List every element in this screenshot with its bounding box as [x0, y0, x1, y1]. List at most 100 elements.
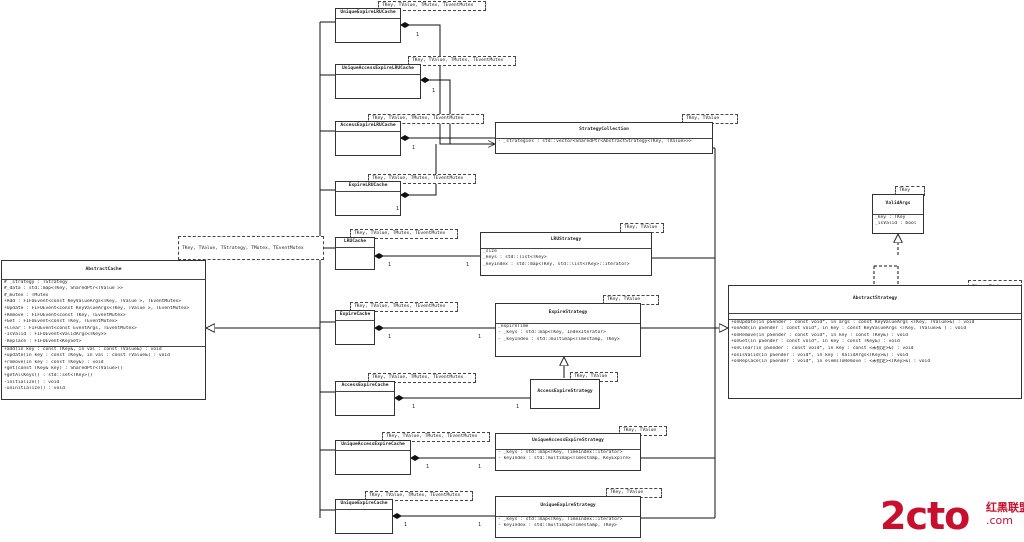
unique-expire-strategy-class[interactable]: UniqueExpireStrategy - _keys : std::map<… [495, 496, 641, 538]
abstract-cache-class[interactable]: AbstractCache # _strategy : TStrategy #_… [1, 260, 206, 400]
attribute: _size [483, 248, 497, 254]
multiplicity-label: 1 [478, 334, 482, 340]
attribute: _keyIndex : std::map<TKey, std::list<TKe… [483, 261, 630, 267]
method: +remove(in key : const TKey&) : void [4, 359, 104, 365]
method: -uninitialize() : void [4, 386, 65, 392]
method: +onReplace(in pSender : void*, in elemsT… [731, 359, 931, 365]
unique-access-expire-lru-cache-class[interactable]: UniqueAccessExpireLRUCache [335, 64, 421, 99]
access-expire-cache-name: AccessExpireCache [336, 382, 394, 392]
multiplicity-label: 1 [478, 464, 482, 470]
abstract-cache-name: AbstractCache [2, 261, 205, 280]
event: +Update : FIFOEvent<const KeyValueArgs<T… [4, 305, 190, 311]
method: +onGet(in pSender : const void*, in key … [731, 339, 900, 345]
unique-expire-strategy-name: UniqueExpireStrategy [496, 497, 640, 517]
expire-lru-cache-template: TKey, TValue, TMutex, TEventMutex [368, 174, 476, 184]
event: +Add : FIFOEvent<const KeyValueArgs<TKey… [4, 299, 182, 305]
abstract-strategy-attributes [729, 314, 1021, 320]
access-expire-lru-cache-name: AccessExpireLRUCache [336, 122, 400, 132]
unique-access-expire-lru-cache-template: TKey, TValue, TMutex, TEventMutex [408, 56, 516, 66]
method: +get(const TKey& key) : SharedPtr<TValue… [4, 366, 123, 372]
attribute: - _keys : std::map<TKey, TimeIndex::iter… [498, 516, 623, 522]
abstract-strategy-name: AbstractStrategy [729, 286, 1021, 314]
multiplicity-label: 1 [432, 88, 436, 94]
abstract-cache-template-params: TKey, TValue, TStrategy, TMutex, TEventM… [178, 236, 324, 260]
lru-strategy-class[interactable]: LRUStrategy _size _keys : std::list<TKey… [480, 232, 652, 276]
event: -Replace : FIFOEvent<KeySet> [4, 338, 82, 344]
lru-cache-name: LRUCache [336, 238, 374, 248]
attribute: - _keys : std::map<TKey, IndexIterator> [498, 330, 606, 336]
lru-strategy-attributes: _size _keys : std::list<TKey> _keyIndex … [481, 249, 651, 269]
unique-expire-lru-cache-template: TKey, TValue, TMutex, TEventMutex [378, 1, 486, 11]
multiplicity-label: 1 [404, 522, 408, 528]
access-expire-strategy-class[interactable]: AccessExpireStrategy [530, 379, 600, 409]
attribute: _expireTime [498, 323, 529, 329]
expire-lru-cache-name: ExpireLRUCache [336, 182, 400, 192]
multiplicity-label: 1 [412, 404, 416, 410]
access-expire-cache-class[interactable]: AccessExpireCache [335, 381, 395, 416]
valid-args-name: ValidArgs [873, 195, 923, 215]
expire-strategy-attributes: _expireTime - _keys : std::map<TKey, Ind… [496, 324, 640, 344]
multiplicity-label: 1 [388, 334, 392, 340]
unique-access-expire-strategy-class[interactable]: UniqueAccessExpireStrategy - _keys : std… [495, 433, 641, 471]
unique-expire-cache-template: TKey, TValue, TMutex, TEventMutex [365, 491, 473, 501]
unique-access-expire-strategy-template: TKey, TValue [619, 426, 667, 436]
strategy-collection-attributes: - _strategies : std::vector<SharedPtr<Ab… [496, 139, 712, 146]
unique-expire-cache-class[interactable]: UniqueExpireCache [335, 499, 393, 534]
watermark-cn: 红黑联盟 [986, 501, 1024, 514]
unique-expire-lru-cache-name: UniqueExpireLRUCache [336, 9, 400, 19]
access-expire-lru-cache-class[interactable]: AccessExpireLRUCache [335, 121, 401, 156]
strategy-collection-name: StrategyCollection [496, 123, 712, 139]
access-expire-lru-cache-template: TKey, TValue, TMutex, TEventMutex [368, 114, 484, 124]
method: +onRemove(in pSender : const void*, in k… [731, 332, 909, 338]
multiplicity-label: 1 [412, 145, 416, 151]
attribute: #_data : std::map<TKey, SharedPtr<TValue… [4, 286, 123, 292]
method: -initialize() : void [4, 379, 60, 385]
abstract-cache-attributes: # _strategy : TStrategy #_data : std::ma… [2, 280, 205, 347]
watermark-com: .com [986, 514, 1013, 527]
expire-cache-class[interactable]: ExpireCache [335, 310, 375, 345]
access-expire-cache-template: TKey, TValue, TMutex, TEventMutex [368, 373, 476, 383]
abstract-strategy-class[interactable]: AbstractStrategy +onUpdate(in pSender : … [728, 285, 1022, 399]
multiplicity-label: 1 [388, 262, 392, 268]
unique-expire-cache-name: UniqueExpireCache [336, 500, 392, 510]
method: +onUpdate(in pSender : const void*, in a… [731, 319, 975, 325]
abstract-strategy-methods: +onUpdate(in pSender : const void*, in a… [729, 320, 1021, 366]
event: +Remove : FIFOEvent<const TKey, TEventMu… [4, 312, 126, 318]
unique-access-expire-cache-template: TKey, TValue, TMutex, TEventMutex [382, 432, 490, 442]
strategy-collection-class[interactable]: StrategyCollection - _strategies : std::… [495, 122, 713, 154]
valid-args-class[interactable]: ValidArgs _key : TKey _isValid : bool [872, 194, 924, 234]
attribute: #_mutex : TMutex [4, 292, 49, 298]
multiplicity-label: 1 [416, 32, 420, 38]
unique-expire-lru-cache-class[interactable]: UniqueExpireLRUCache [335, 8, 401, 43]
multiplicity-label: 1 [466, 262, 470, 268]
access-expire-strategy-name: AccessExpireStrategy [537, 389, 593, 394]
expire-cache-name: ExpireCache [336, 311, 374, 321]
event: +Clear : FIFOEvent<const EventArgs, TEve… [4, 325, 137, 331]
attribute: - _keys : std::map<TKey, TimeIndex::iter… [498, 449, 623, 455]
lru-cache-template: TKey, TValue, TMutex, TEventMutex [350, 229, 458, 239]
attribute: # _strategy : TStrategy [4, 279, 68, 285]
event: -IsValid : FIFOEvent<ValidArgs<TKey>> [4, 332, 107, 338]
method: +update(in key : const TKey&, in val : c… [4, 353, 170, 359]
attribute: _isValid : bool [875, 221, 917, 227]
abstract-cache-methods: +add(in key : const TKey&, in val : cons… [2, 347, 205, 393]
lru-cache-class[interactable]: LRUCache [335, 237, 375, 270]
watermark-main: 2cto [880, 494, 970, 538]
lru-strategy-name: LRUStrategy [481, 233, 651, 249]
attribute: - keyIndex : std::multimap<Timestamp, Ke… [498, 456, 631, 462]
attribute: - _keyIndex : std::multimap<Timestamp, T… [498, 336, 620, 342]
expire-strategy-class[interactable]: ExpireStrategy _expireTime - _keys : std… [495, 303, 641, 357]
expire-strategy-name: ExpireStrategy [496, 304, 640, 324]
method: +getAllKeys() : std::set<TKey>() [4, 372, 93, 378]
unique-access-expire-cache-class[interactable]: UniqueAccessExpireCache [335, 440, 411, 475]
expire-lru-cache-class[interactable]: ExpireLRUCache [335, 181, 401, 216]
method: +onAdd(in pSender : const void*, in key … [731, 326, 967, 332]
event: +Get : FIFOEvent<const TKey, TEventMutex… [4, 319, 118, 325]
multiplicity-label: 1 [478, 522, 482, 528]
method: +onClear(in pSender : const void*, in ke… [731, 345, 914, 351]
method: +onIsValid(in pSender : void*, in key : … [731, 352, 909, 358]
multiplicity-label: 1 [426, 464, 430, 470]
unique-access-expire-cache-name: UniqueAccessExpireCache [336, 441, 410, 451]
unique-access-expire-strategy-attributes: - _keys : std::map<TKey, TimeIndex::iter… [496, 450, 640, 463]
